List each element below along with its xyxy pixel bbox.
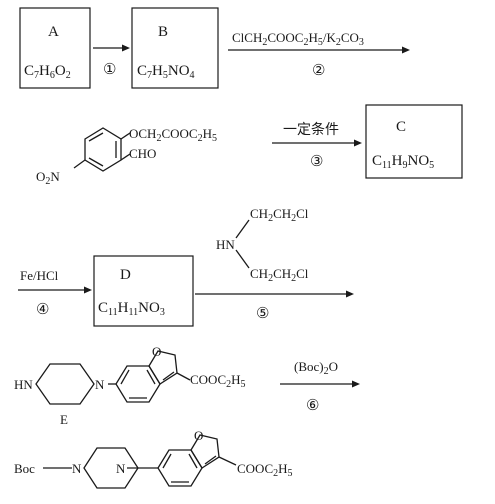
amine-arm-bottom: CH2CH2Cl bbox=[250, 266, 309, 284]
product-n2: N bbox=[116, 461, 126, 476]
compound-d-label: D bbox=[120, 267, 131, 283]
compound-a-box: A C7H6O2 bbox=[19, 7, 91, 89]
compound-a-label: A bbox=[48, 24, 59, 40]
step-4-reagent: Fe/HCl bbox=[20, 268, 59, 283]
step-2-arrow: ClCH2COOC2H5/K2CO3 ② bbox=[228, 30, 410, 79]
aldehyde-group: CHO bbox=[129, 146, 156, 161]
compound-c-label: C bbox=[396, 119, 406, 135]
e-ester-group: COOC2H5 bbox=[190, 372, 246, 390]
compound-d-formula: C11H11NO3 bbox=[98, 300, 165, 318]
step-4-arrow: Fe/HCl ④ bbox=[18, 268, 92, 318]
boc-group: Boc bbox=[14, 461, 35, 476]
e-n-atom: N bbox=[95, 377, 105, 392]
step-2-reagent: ClCH2COOC2H5/K2CO3 bbox=[232, 30, 364, 48]
compound-a-formula: C7H6O2 bbox=[24, 63, 71, 81]
step-6-arrow: (Boc)2O ⑥ bbox=[280, 359, 360, 414]
step-3-condition: 一定条件 bbox=[283, 121, 339, 138]
step-5-arrow: CH2CH2Cl HN CH2CH2Cl ⑤ bbox=[195, 206, 354, 322]
compound-d-box: D C11H11NO3 bbox=[93, 255, 194, 327]
nitro-aryl-ether-aldehyde-structure: OCH2COOC2H5 CHO O2N bbox=[36, 126, 217, 187]
step-3-arrow: 一定条件 ③ bbox=[272, 121, 362, 170]
compound-b-formula: C7H5NO4 bbox=[137, 63, 195, 81]
step-1-number: ① bbox=[103, 62, 116, 78]
compound-c-formula: C11H9NO5 bbox=[372, 153, 434, 171]
step-6-number: ⑥ bbox=[306, 398, 319, 414]
step-4-number: ④ bbox=[36, 302, 49, 318]
compound-e-label: E bbox=[60, 412, 68, 427]
step-1-arrow: ① bbox=[93, 44, 130, 78]
step-2-number: ② bbox=[312, 63, 325, 79]
product-n1: N bbox=[72, 461, 82, 476]
amine-arm-top: CH2CH2Cl bbox=[250, 206, 309, 224]
compound-b-box: B C7H5NO4 bbox=[131, 7, 219, 89]
compound-b-label: B bbox=[158, 24, 168, 40]
nitro-group: O2N bbox=[36, 169, 60, 187]
step-5-number: ⑤ bbox=[256, 306, 269, 322]
ether-ester-group: OCH2COOC2H5 bbox=[129, 126, 217, 144]
e-hn-group: HN bbox=[14, 377, 33, 392]
step-6-reagent: (Boc)2O bbox=[294, 359, 338, 377]
e-furan-o: O bbox=[152, 344, 161, 359]
product-furan-o: O bbox=[194, 428, 203, 443]
amine-nh: HN bbox=[216, 237, 235, 252]
compound-c-box: C C11H9NO5 bbox=[365, 104, 463, 179]
final-product-structure: Boc N N O COOC2H5 bbox=[14, 428, 293, 489]
compound-e-structure: HN N E O COOC2H5 bbox=[14, 344, 246, 427]
step-3-number: ③ bbox=[310, 154, 323, 170]
product-ester-group: COOC2H5 bbox=[237, 461, 293, 479]
